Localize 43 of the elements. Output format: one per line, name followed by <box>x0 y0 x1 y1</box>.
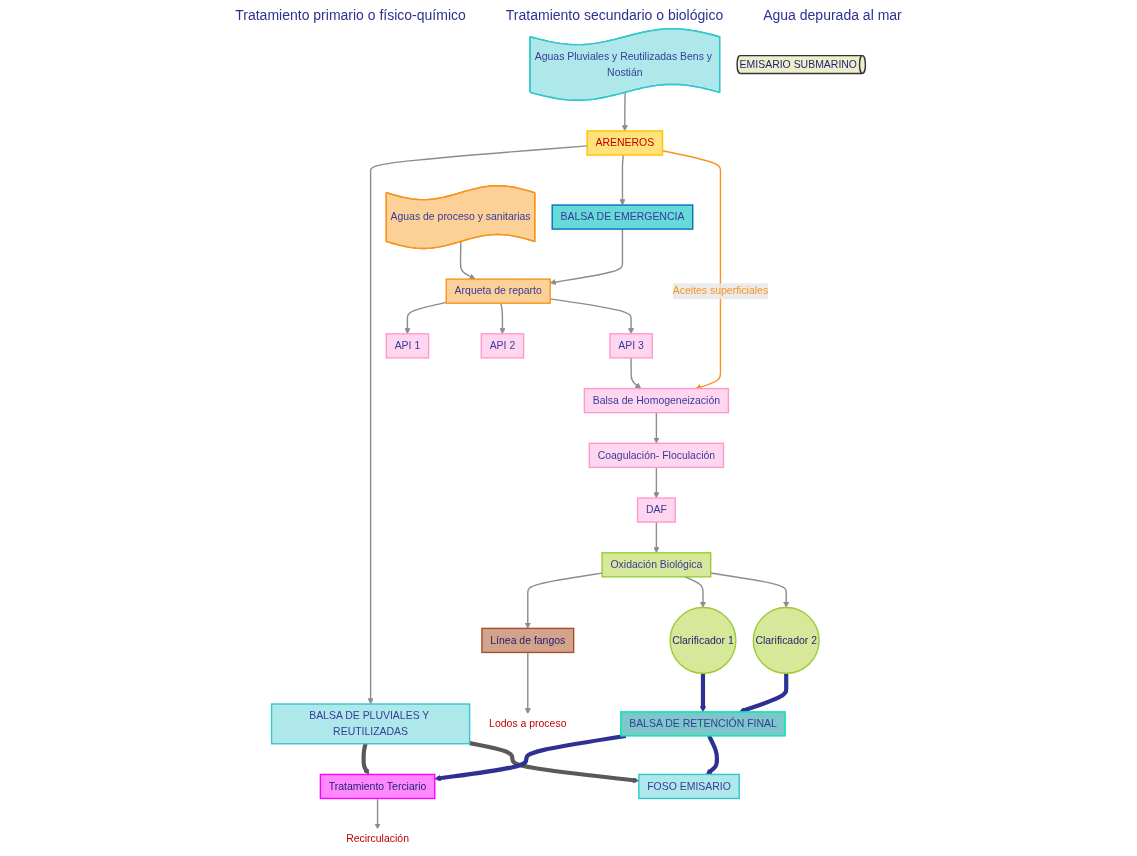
node-box: Coagulación- Floculación <box>588 442 725 469</box>
node-box: API 2 <box>480 333 525 359</box>
arrow <box>374 797 381 830</box>
arrow <box>705 735 719 775</box>
node-box: Línea de fangos <box>481 627 575 654</box>
arrow <box>619 154 626 206</box>
arrow <box>361 743 370 775</box>
node-box: BALSA DE PLUVIALES Y REUTILIZADAS <box>270 703 471 745</box>
node-box: FOSO EMISARIO <box>638 773 740 800</box>
arrow <box>653 521 660 554</box>
node-text: EMISARIO SUBMARINO <box>739 58 857 71</box>
node-box: ARENEROS <box>586 130 664 156</box>
arrow <box>739 672 789 714</box>
arrow <box>404 301 447 335</box>
arrow <box>653 466 660 499</box>
edge-label: Aceites superficiales <box>672 284 769 297</box>
node-box: DAF <box>636 497 676 523</box>
node-box: Oxidación Biológica <box>601 552 712 578</box>
node-text: Lodos a proceso <box>489 717 567 730</box>
arrow <box>699 672 707 713</box>
node-circle: Clarificador 2 <box>752 607 820 675</box>
arrow <box>630 357 642 390</box>
arrow <box>653 412 660 444</box>
node-text: Recirculación <box>346 832 409 845</box>
arrow <box>710 572 790 608</box>
arrow <box>524 572 603 629</box>
annotation-text: Tratamiento secundario o biológico <box>505 6 724 25</box>
node-box: Balsa de Homogeneización <box>583 388 730 414</box>
node-circle: Clarificador 1 <box>669 607 737 675</box>
node-box: Arqueta de reparto <box>445 278 551 305</box>
annotation-text: Agua depurada al mar <box>763 6 902 25</box>
node-box: BALSA DE RETENCIÓN FINAL <box>620 711 786 737</box>
node-box: Tratamiento Terciario <box>319 773 436 800</box>
node-box: API 3 <box>609 333 653 359</box>
arrow <box>621 92 628 132</box>
arrow <box>459 241 476 280</box>
annotation-text: Tratamiento primario o físico-químico <box>235 6 466 25</box>
node-box: BALSA DE EMERGENCIA <box>551 204 694 230</box>
arrow <box>367 145 588 705</box>
arrow <box>434 734 627 782</box>
arrow <box>499 302 506 335</box>
arrow <box>524 651 531 715</box>
node-box: API 1 <box>385 333 430 359</box>
